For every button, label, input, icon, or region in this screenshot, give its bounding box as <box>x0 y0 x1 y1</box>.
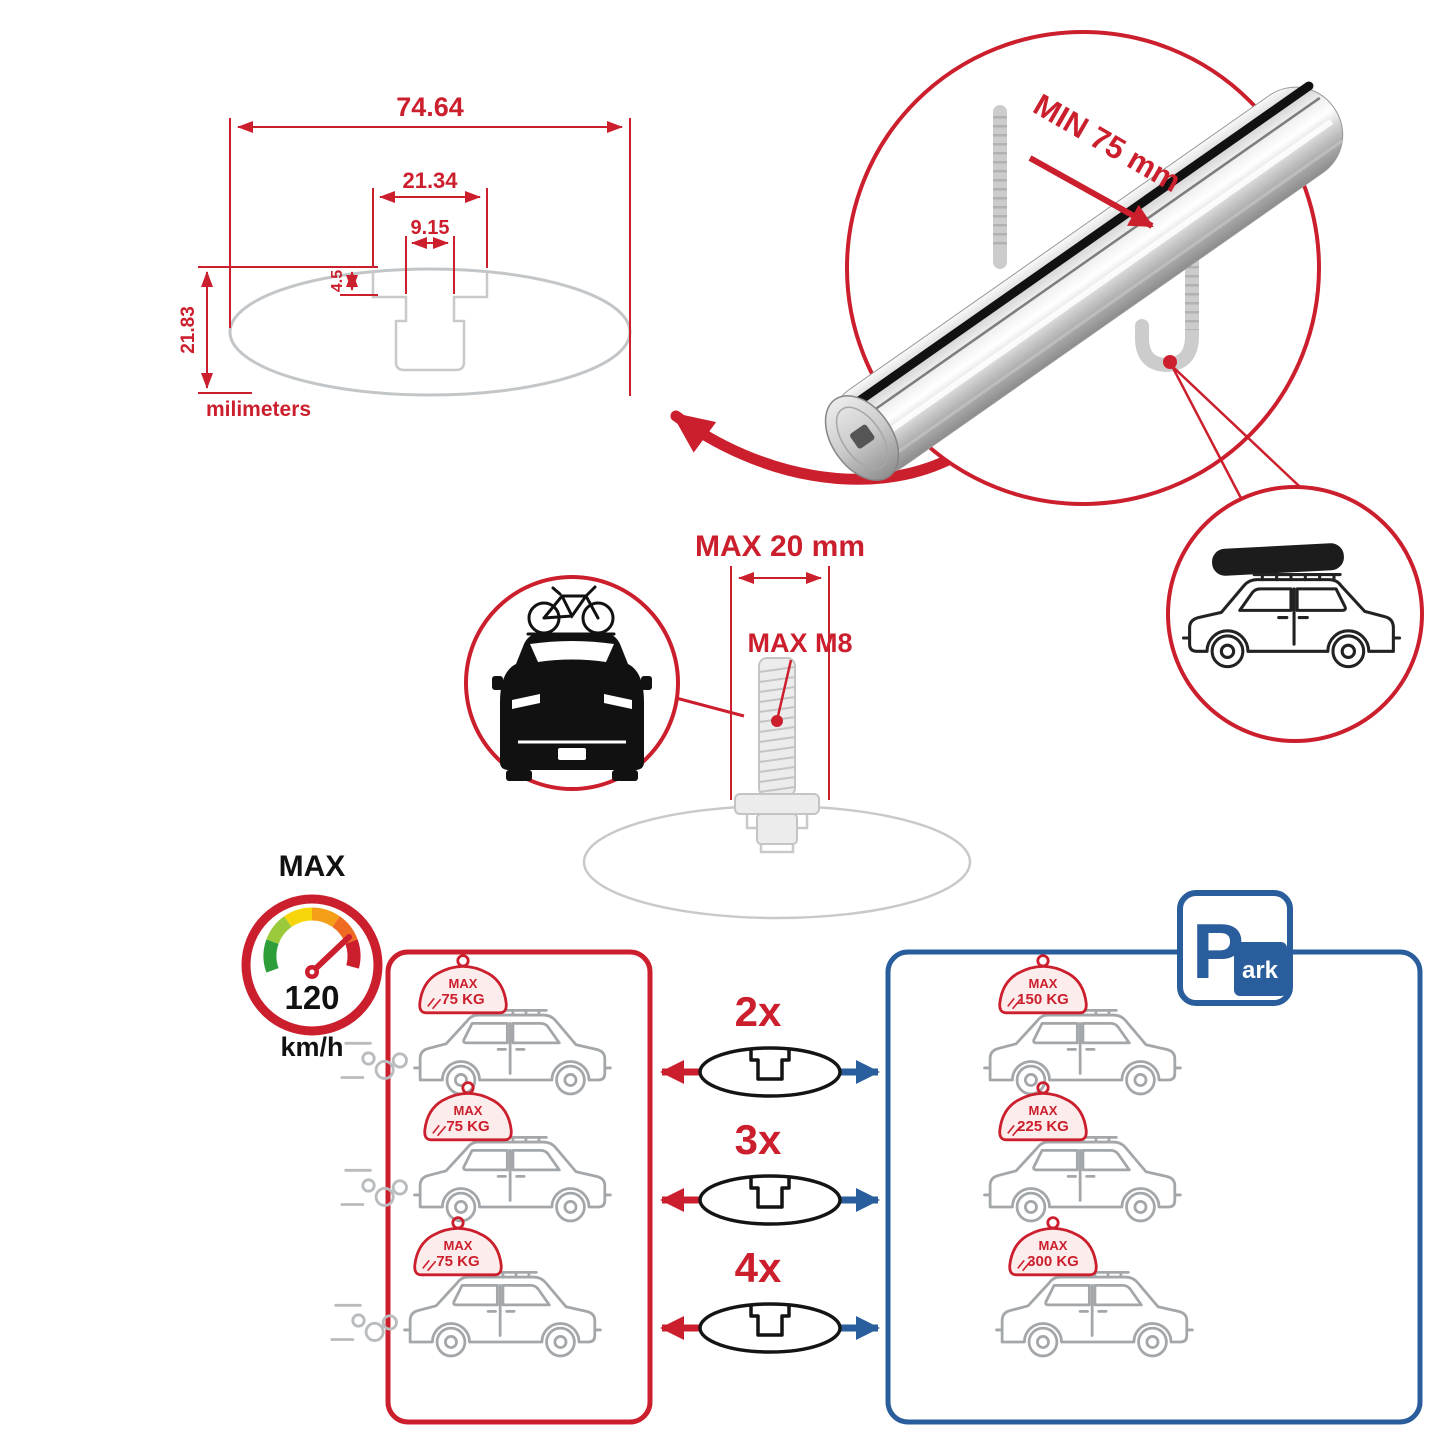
bike-car-circle <box>464 575 745 791</box>
callout-dot <box>1163 355 1177 369</box>
dim-channel-width: 21.34 <box>402 168 458 193</box>
bolt-thread-leader <box>776 659 793 717</box>
parking-sign: P ark <box>1177 890 1293 1006</box>
parking-suffix: ark <box>1242 957 1279 984</box>
min-clamp-arrow <box>1028 155 1154 229</box>
dim-unit-label: milimeters <box>206 398 311 421</box>
bag-weight-label: 150 KG <box>1017 991 1069 1008</box>
bolt-thread-dot <box>771 715 783 727</box>
roof-box-icon <box>1212 543 1344 576</box>
roofbox-car-circle <box>1166 485 1424 743</box>
dim-slot-width: 9.15 <box>411 217 450 239</box>
crossbar-profile-icon <box>698 1302 842 1354</box>
bag-max-label: MAX <box>454 1103 483 1118</box>
bolt-max-thread-label: MAX M8 <box>747 628 852 658</box>
bag-weight-label: 75 KG <box>441 991 484 1008</box>
parked-load-panel: MAX 150 KG MAX 225 KG MAX 300 KG <box>885 949 1423 1425</box>
bolt-diagram: MAX 20 mm MAX M8 <box>464 530 972 920</box>
crossbar-profile-icon <box>698 1174 842 1226</box>
bolt-bar-channel <box>745 810 809 854</box>
bag-weight-label: 225 KG <box>1017 1118 1069 1135</box>
bag-weight-label: 300 KG <box>1027 1253 1079 1270</box>
speed-limit-gauge: MAX 120 km/h <box>241 850 383 1062</box>
crossbar-profile-icon <box>698 1046 842 1098</box>
count-label: 2x <box>735 988 782 1035</box>
cross-section-diagram: 74.64 21.34 9.15 4.5 21.83 milimeters <box>178 92 632 421</box>
count-label: 4x <box>735 1244 782 1291</box>
parking-suffix-box <box>1234 942 1287 996</box>
count-label: 3x <box>735 1116 782 1163</box>
car-front-icon <box>492 633 652 781</box>
bag-max-label: MAX <box>449 976 478 991</box>
dim-step-depth: 4.5 <box>329 270 346 292</box>
callout-curved-arrow <box>670 410 954 485</box>
bike-circle-leader <box>675 696 745 718</box>
bolt-max-length-label: MAX 20 mm <box>695 530 865 563</box>
gauge-needle <box>305 934 352 979</box>
crossbar-profile-channel <box>371 271 489 372</box>
moving-load-panel: MAX 75 KG MAX 75 KG MAX 75 KG <box>330 949 653 1425</box>
bag-weight-label: 75 KG <box>436 1253 479 1270</box>
dim-total-width: 74.64 <box>396 92 464 122</box>
crossbar-count-column: 2x 3x 4x <box>660 988 880 1354</box>
aluminum-crossbar <box>824 81 1344 481</box>
speed-unit: km/h <box>280 1032 343 1062</box>
speed-value: 120 <box>284 979 339 1016</box>
crossbar-profile-ellipse <box>228 267 632 397</box>
crossbar-detail-circle: MIN 75 mm <box>824 30 1353 537</box>
parked-panel-border <box>885 949 1423 1425</box>
bag-max-label: MAX <box>1039 1238 1068 1253</box>
bag-max-label: MAX <box>1029 1103 1058 1118</box>
bag-max-label: MAX <box>1029 976 1058 991</box>
bag-weight-label: 75 KG <box>446 1118 489 1135</box>
dim-total-height: 21.83 <box>178 306 199 354</box>
speed-max-label: MAX <box>279 850 346 883</box>
gauge-arc-segments <box>263 907 361 973</box>
bag-max-label: MAX <box>444 1238 473 1253</box>
bolt-dim-extensions <box>730 566 830 800</box>
dimension-lines <box>198 118 631 396</box>
